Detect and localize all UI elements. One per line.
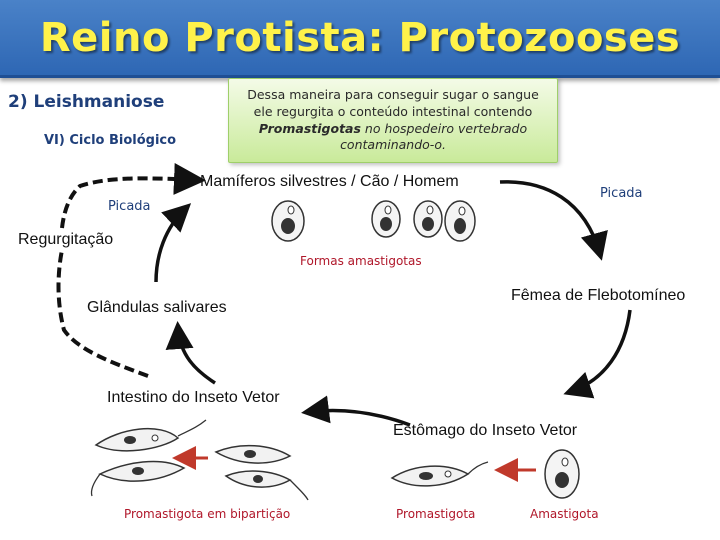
regurgitation-dashed-arrow	[56, 249, 149, 378]
estomago-label: Estômago do Inseto Vetor	[393, 422, 578, 439]
caption-amastigota: Amastigota	[530, 507, 599, 521]
arrow-stomach-to-intestine	[301, 395, 411, 427]
intestino-label: Intestino do Inseto Vetor	[107, 389, 280, 406]
hosts-label: Mamíferos silvestres / Cão / Homem	[200, 173, 459, 190]
femea-flebotomineo-label: Fêmea de Flebotomíneo	[511, 287, 686, 304]
amastigote-cell	[544, 449, 580, 499]
note-line-3-bold: Promastigotas	[258, 120, 361, 136]
regurgitacao-label: Regurgitação	[18, 231, 114, 248]
glandulas-salivares-label: Glândulas salivares	[87, 299, 227, 316]
note-line-4: contaminando-o.	[340, 137, 446, 153]
arrow-vector-to-stomach	[563, 309, 632, 399]
host-amastigote-cells	[271, 200, 476, 242]
section-heading: 2) Leishmaniose	[8, 92, 165, 112]
title-bar: Reino Protista: Protozooses	[0, 0, 720, 78]
subsection-heading: VI) Ciclo Biológico	[44, 133, 177, 148]
note-line-2: ele regurgita o conteúdo intestinal cont…	[253, 103, 533, 119]
promastigote-cell	[390, 461, 489, 487]
arrow-hosts-to-vector	[499, 180, 608, 261]
note-line-3-rest: no hospedeiro vertebrado	[360, 120, 528, 136]
caption-promastigota: Promastigota	[396, 507, 476, 521]
formas-amastigotas-label: Formas amastigotas	[300, 254, 422, 268]
dividing-promastigotes	[90, 419, 309, 501]
regurgitation-dashed-top	[60, 163, 206, 229]
note-text: Dessa maneira para conseguir sugar o san…	[247, 87, 539, 155]
picada-left-label: Picada	[108, 199, 151, 214]
arrow-glands-to-picada	[154, 203, 192, 283]
note-box: Dessa maneira para conseguir sugar o san…	[228, 78, 558, 163]
slide-title: Reino Protista: Protozooses	[39, 14, 681, 61]
caption-promastigota-biparticao: Promastigota em bipartição	[124, 507, 291, 521]
arrow-intestine-to-glands	[165, 321, 216, 385]
note-line-1: Dessa maneira para conseguir sugar o san…	[247, 86, 539, 102]
picada-right-label: Picada	[600, 186, 643, 201]
